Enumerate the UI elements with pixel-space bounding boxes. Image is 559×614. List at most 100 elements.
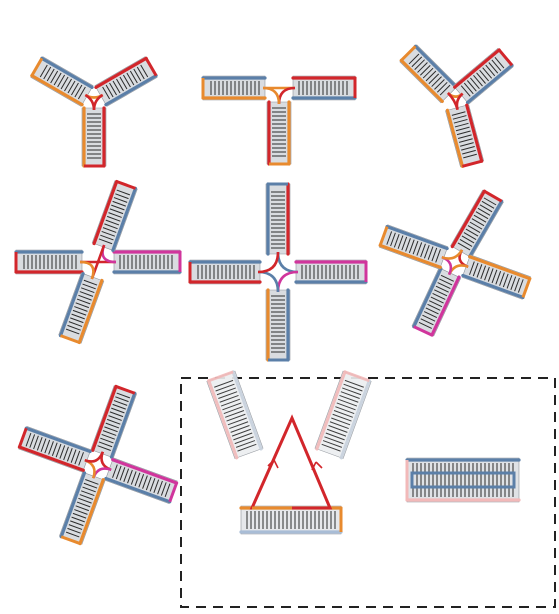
base-pair-rung bbox=[322, 440, 343, 448]
base-pair-rung bbox=[439, 84, 451, 96]
strand-edge bbox=[445, 108, 465, 168]
strand-tip bbox=[462, 159, 483, 168]
base-pair-rung bbox=[506, 275, 513, 289]
base-pair-rung bbox=[126, 72, 135, 86]
strand-tip bbox=[413, 325, 433, 337]
base-pair-rung bbox=[495, 270, 502, 285]
base-pair-rung bbox=[230, 425, 250, 433]
helix-arm bbox=[265, 182, 291, 256]
base-pair-rung bbox=[74, 306, 88, 312]
base-pair-rung bbox=[36, 437, 43, 451]
base-pair-rung bbox=[97, 445, 111, 451]
strand-edge bbox=[465, 103, 484, 163]
base-pair-rung bbox=[67, 80, 76, 94]
base-pair-rung bbox=[112, 464, 118, 478]
strand-edge bbox=[111, 458, 179, 485]
base-pair-rung bbox=[435, 285, 449, 293]
helix-arm bbox=[266, 100, 292, 166]
base-pair-rung bbox=[115, 193, 129, 200]
base-pair-rung bbox=[116, 189, 131, 196]
base-pair-rung bbox=[488, 62, 499, 74]
base-pair-rung bbox=[344, 379, 364, 388]
base-pair-rung bbox=[160, 482, 167, 496]
base-pair-rung bbox=[336, 402, 356, 411]
base-pair-rung bbox=[428, 73, 440, 85]
base-pair-rung bbox=[106, 215, 121, 222]
strand-edge bbox=[104, 476, 172, 504]
base-pair-rung bbox=[482, 67, 493, 79]
base-pair-rung bbox=[476, 72, 486, 84]
core-crossover-strand bbox=[79, 260, 95, 280]
base-pair-rung bbox=[74, 84, 83, 98]
base-pair-rung bbox=[127, 469, 133, 484]
base-pair-rung bbox=[414, 59, 425, 70]
strand-arrow bbox=[267, 459, 279, 469]
base-pair-rung bbox=[321, 443, 341, 452]
strand-edge bbox=[207, 379, 239, 460]
base-pair-rung bbox=[138, 473, 145, 488]
base-pair-rung bbox=[51, 442, 58, 457]
base-pair-rung bbox=[33, 435, 39, 450]
base-pair-rung bbox=[109, 82, 117, 96]
base-pair-rung bbox=[328, 425, 348, 433]
base-pair-rung bbox=[465, 228, 479, 237]
helix-arm bbox=[58, 272, 105, 345]
base-pair-rung bbox=[408, 239, 415, 254]
base-pair-rung bbox=[71, 82, 79, 96]
base-pair-rung bbox=[115, 396, 129, 403]
helix-arm bbox=[291, 75, 357, 101]
strand-edge bbox=[77, 278, 104, 345]
strand-edge bbox=[58, 272, 85, 338]
base-pair-rung bbox=[55, 443, 62, 458]
base-pair-rung bbox=[78, 294, 92, 301]
core-crossover-strand bbox=[84, 93, 96, 111]
helix-arm bbox=[58, 471, 106, 546]
strand-edge bbox=[468, 199, 504, 259]
base-pair-rung bbox=[453, 118, 468, 124]
base-pair-rung bbox=[342, 387, 362, 396]
base-pair-rung bbox=[423, 244, 430, 259]
base-pair-rung bbox=[104, 223, 118, 230]
base-pair-rung bbox=[119, 467, 126, 481]
base-pair-rung bbox=[46, 68, 55, 82]
helix-arm bbox=[94, 56, 158, 107]
base-pair-rung bbox=[218, 391, 238, 399]
base-pair-rung bbox=[423, 311, 438, 318]
base-pair-rung bbox=[48, 441, 54, 455]
base-pair-rung bbox=[82, 486, 96, 493]
junction-4way-b bbox=[188, 182, 368, 362]
core-crossover-strand bbox=[441, 249, 464, 260]
base-pair-rung bbox=[390, 232, 396, 247]
strand-edge bbox=[40, 56, 94, 89]
base-pair-rung bbox=[491, 269, 498, 284]
base-pair-rung bbox=[471, 218, 485, 227]
base-pair-rung bbox=[83, 482, 98, 489]
base-pair-rung bbox=[65, 531, 80, 538]
base-pair-rung bbox=[59, 445, 66, 459]
base-pair-rung bbox=[393, 234, 400, 248]
base-pair-rung bbox=[457, 134, 472, 139]
strand-edge bbox=[385, 225, 449, 251]
base-pair-rung bbox=[102, 86, 111, 100]
base-pair-rung bbox=[479, 204, 493, 213]
base-pair-rung bbox=[100, 437, 114, 444]
base-pair-rung bbox=[335, 406, 355, 415]
base-pair-rung bbox=[25, 432, 32, 447]
base-pair-rung bbox=[411, 56, 423, 68]
strand-edge bbox=[412, 267, 443, 329]
base-pair-rung bbox=[29, 434, 36, 448]
base-pair-rung bbox=[422, 314, 436, 322]
base-pair-rung bbox=[82, 283, 96, 290]
base-pair-rung bbox=[437, 282, 451, 289]
strand-edge bbox=[30, 74, 84, 107]
base-pair-rung bbox=[461, 146, 475, 151]
base-pair-rung bbox=[451, 111, 466, 116]
strand-edge bbox=[465, 63, 514, 105]
base-pair-rung bbox=[434, 289, 448, 297]
base-pair-rung bbox=[425, 307, 439, 315]
strand-tip bbox=[521, 278, 532, 298]
base-pair-rung bbox=[386, 231, 393, 245]
base-pair-rung bbox=[481, 200, 495, 209]
base-pair-rung bbox=[50, 70, 59, 84]
